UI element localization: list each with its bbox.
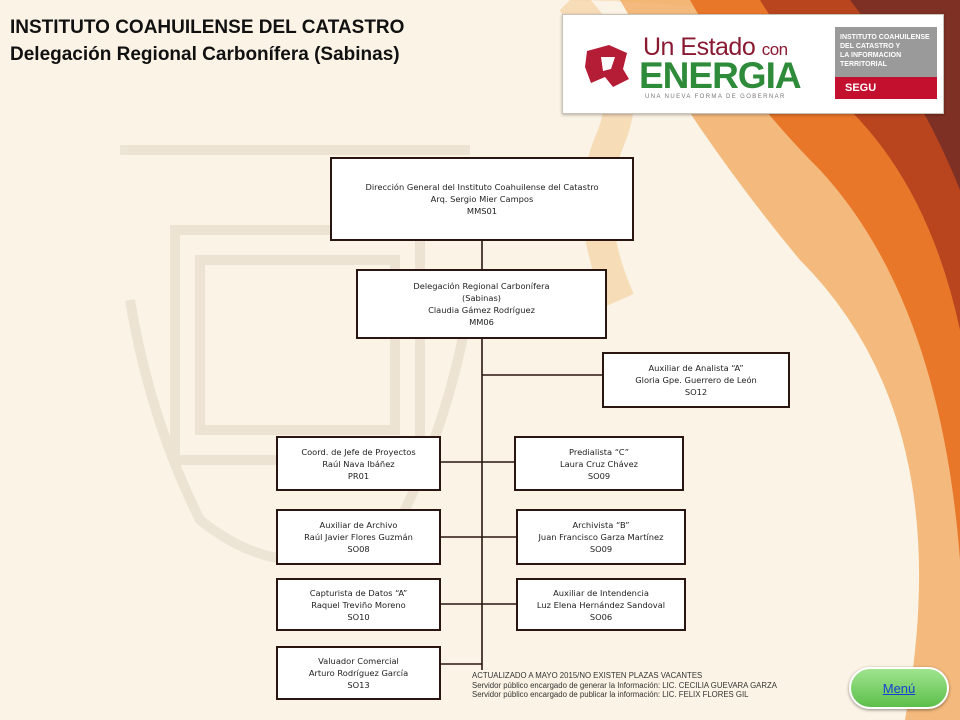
segu-label: SEGU — [845, 82, 877, 94]
footer-publisher-note: Servidor público encargado de publicar l… — [472, 690, 749, 700]
footer-generator-note: Servidor público encargado de generar la… — [472, 680, 777, 690]
menu-button-label[interactable]: Menú — [882, 680, 916, 696]
slogan-tagline: UNA NUEVA FORMA DE GOBERNAR — [645, 94, 786, 100]
slogan-text: Un Estado con — [643, 33, 788, 61]
slogan-energia-text: ENERGIA — [639, 55, 802, 96]
org-box-capturista: Capturista de Datos “A”Raquel Treviño Mo… — [276, 578, 441, 631]
org-box-director: Dirección General del Instituto Coahuile… — [330, 157, 634, 241]
government-logo-banner: Un Estado con ENERGIA UNA NUEVA FORMA DE… — [562, 14, 944, 114]
menu-button[interactable]: Menú — [849, 667, 949, 709]
org-box-analyst: Auxiliar de Analista “A”Gloria Gpe. Guer… — [602, 352, 790, 408]
coahuila-map-logo-icon — [585, 45, 629, 87]
page-title: INSTITUTO COAHUILENSE DEL CATASTRO — [10, 17, 405, 38]
page-subtitle: Delegación Regional Carbonífera (Sabinas… — [10, 44, 400, 65]
footer-notes: ACTUALIZADO A MAYO 2015/NO EXISTEN PLAZA… — [472, 671, 777, 700]
footer-update-note: ACTUALIZADO A MAYO 2015/NO EXISTEN PLAZA… — [472, 671, 703, 680]
segu-badge: INSTITUTO COAHUILENSE DEL CATASTRO Y LA … — [835, 27, 937, 99]
org-box-archivista: Archivista “B”Juan Francisco Garza Martí… — [516, 509, 686, 565]
org-box-delegation: Delegación Regional Carbonífera(Sabinas)… — [356, 269, 607, 339]
